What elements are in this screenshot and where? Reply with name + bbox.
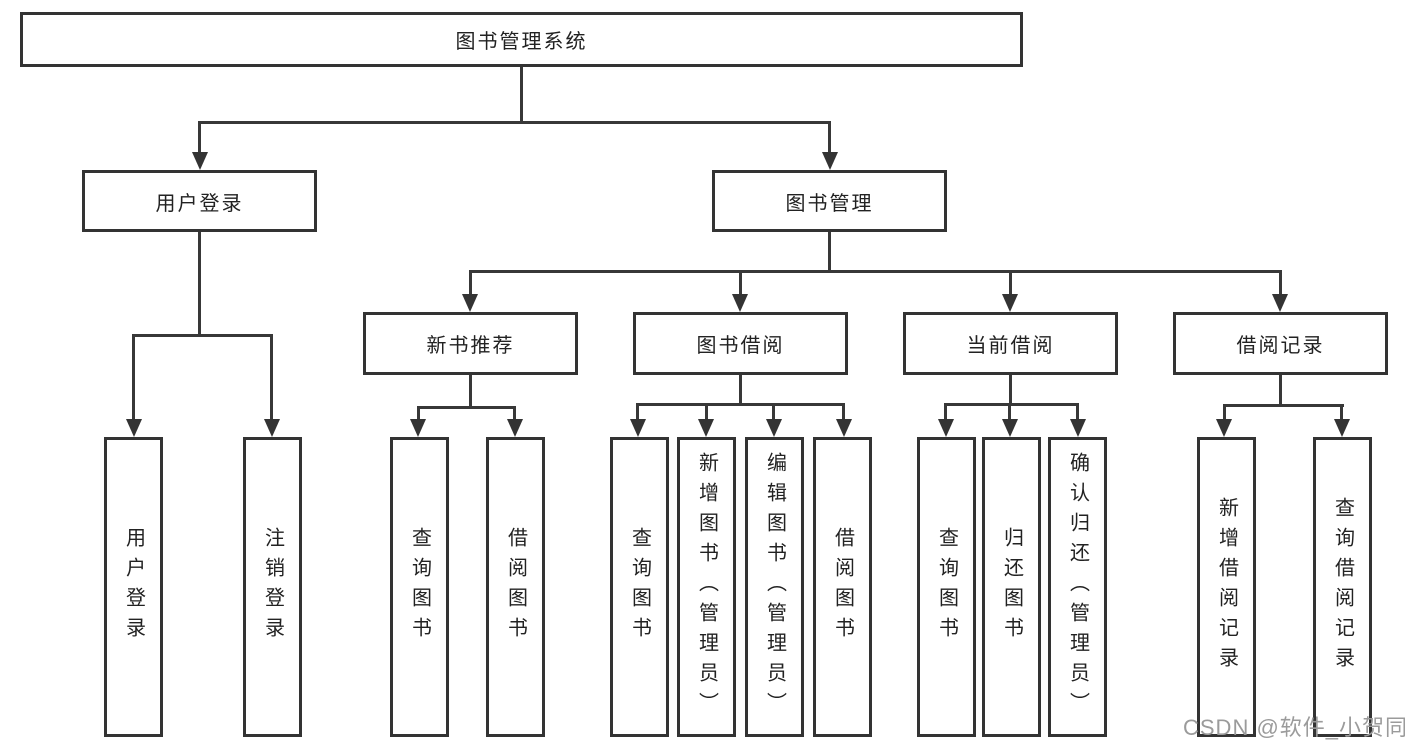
connector-line bbox=[636, 403, 845, 406]
csdn-watermark: CSDN @软件_小贺同学 bbox=[1183, 715, 1405, 740]
node-book-borrowing-label: 图书借阅 bbox=[696, 335, 785, 357]
connector-line bbox=[270, 334, 273, 419]
node-user-login-label: 用户登录 bbox=[155, 192, 244, 215]
connector-line bbox=[469, 375, 472, 408]
leaf-cb-confirm-return-admin-label: 确认归还（管理员） bbox=[1066, 452, 1089, 722]
arrow-down-icon bbox=[1272, 294, 1288, 312]
node-root: 图书管理系统 bbox=[20, 12, 1023, 67]
arrow-down-icon bbox=[1216, 419, 1232, 437]
arrow-down-icon bbox=[1334, 419, 1350, 437]
arrow-down-icon bbox=[507, 419, 523, 437]
connector-line bbox=[1009, 375, 1012, 405]
leaf-bb-borrow-books: 借阅图书 bbox=[813, 437, 872, 737]
leaf-user-login: 用户登录 bbox=[104, 437, 163, 737]
leaf-bb-query-books-label: 查询图书 bbox=[628, 527, 651, 647]
node-current-borrowing-label: 当前借阅 bbox=[966, 335, 1055, 357]
arrow-down-icon bbox=[1002, 419, 1018, 437]
leaf-logout: 注销登录 bbox=[243, 437, 302, 737]
leaf-bb-add-books-admin: 新增图书（管理员） bbox=[677, 437, 736, 737]
arrow-down-icon bbox=[126, 419, 142, 437]
connector-line bbox=[1279, 375, 1282, 406]
leaf-br-query-borrow-record-label: 查询借阅记录 bbox=[1331, 497, 1354, 677]
arrow-down-icon bbox=[938, 419, 954, 437]
leaf-br-add-borrow-record-label: 新增借阅记录 bbox=[1215, 497, 1238, 677]
connector-line bbox=[469, 270, 472, 294]
connector-line bbox=[828, 232, 831, 271]
leaf-br-query-borrow-record: 查询借阅记录 bbox=[1313, 437, 1372, 737]
connector-line bbox=[944, 403, 1079, 406]
node-user-login: 用户登录 bbox=[82, 170, 317, 232]
arrow-down-icon bbox=[698, 419, 714, 437]
node-root-label: 图书管理系统 bbox=[455, 31, 588, 53]
leaf-cb-return-books-label: 归还图书 bbox=[1000, 527, 1023, 647]
connector-line bbox=[198, 232, 201, 335]
leaf-nb-borrow-books-label: 借阅图书 bbox=[504, 527, 527, 647]
connector-line bbox=[1223, 404, 1344, 407]
connector-line bbox=[1076, 403, 1079, 419]
leaf-cb-query-books: 查询图书 bbox=[917, 437, 976, 737]
connector-line bbox=[513, 406, 516, 419]
connector-line bbox=[828, 121, 831, 153]
arrow-down-icon bbox=[410, 419, 426, 437]
node-borrowing-records: 借阅记录 bbox=[1173, 312, 1388, 375]
connector-line bbox=[198, 121, 831, 124]
node-book-borrowing: 图书借阅 bbox=[633, 312, 848, 375]
arrow-down-icon bbox=[822, 152, 838, 170]
connector-line bbox=[469, 270, 1282, 273]
leaf-nb-query-books: 查询图书 bbox=[390, 437, 449, 737]
connector-line bbox=[944, 403, 947, 419]
connector-line bbox=[705, 403, 708, 419]
node-new-book-recommendation-label: 新书推荐 bbox=[426, 335, 515, 357]
arrow-down-icon bbox=[264, 419, 280, 437]
arrow-down-icon bbox=[1070, 419, 1086, 437]
arrow-down-icon bbox=[1002, 294, 1018, 312]
arrow-down-icon bbox=[630, 419, 646, 437]
connector-line bbox=[1008, 403, 1011, 419]
leaf-nb-query-books-label: 查询图书 bbox=[408, 527, 431, 647]
connector-line bbox=[772, 403, 775, 419]
arrow-down-icon bbox=[462, 294, 478, 312]
connector-line bbox=[1009, 270, 1012, 294]
arrow-down-icon bbox=[766, 419, 782, 437]
leaf-logout-label: 注销登录 bbox=[261, 527, 284, 647]
leaf-user-login-label: 用户登录 bbox=[122, 527, 145, 647]
arrow-down-icon bbox=[836, 419, 852, 437]
arrow-down-icon bbox=[192, 152, 208, 170]
connector-line bbox=[636, 403, 639, 419]
connector-line bbox=[1279, 270, 1282, 294]
leaf-bb-edit-books-admin: 编辑图书（管理员） bbox=[745, 437, 804, 737]
leaf-cb-query-books-label: 查询图书 bbox=[935, 527, 958, 647]
connector-line bbox=[198, 121, 201, 153]
leaf-cb-confirm-return-admin: 确认归还（管理员） bbox=[1048, 437, 1107, 737]
leaf-cb-return-books: 归还图书 bbox=[982, 437, 1041, 737]
leaf-bb-edit-books-admin-label: 编辑图书（管理员） bbox=[763, 452, 786, 722]
leaf-bb-add-books-admin-label: 新增图书（管理员） bbox=[695, 452, 718, 722]
connector-line bbox=[520, 67, 523, 121]
leaf-bb-borrow-books-label: 借阅图书 bbox=[831, 527, 854, 647]
node-current-borrowing: 当前借阅 bbox=[903, 312, 1118, 375]
connector-line bbox=[417, 406, 516, 409]
connector-line bbox=[739, 270, 742, 294]
node-book-management-label: 图书管理 bbox=[785, 192, 874, 215]
connector-line bbox=[1223, 404, 1226, 419]
node-borrowing-records-label: 借阅记录 bbox=[1236, 335, 1325, 357]
leaf-nb-borrow-books: 借阅图书 bbox=[486, 437, 545, 737]
node-new-book-recommendation: 新书推荐 bbox=[363, 312, 578, 375]
leaf-bb-query-books: 查询图书 bbox=[610, 437, 669, 737]
arrow-down-icon bbox=[732, 294, 748, 312]
connector-line bbox=[132, 334, 273, 337]
connector-line bbox=[132, 334, 135, 419]
connector-line bbox=[739, 375, 742, 405]
connector-line bbox=[842, 403, 845, 419]
connector-line bbox=[1340, 404, 1343, 419]
connector-line bbox=[417, 406, 420, 419]
leaf-br-add-borrow-record: 新增借阅记录 bbox=[1197, 437, 1256, 737]
node-book-management: 图书管理 bbox=[712, 170, 947, 232]
